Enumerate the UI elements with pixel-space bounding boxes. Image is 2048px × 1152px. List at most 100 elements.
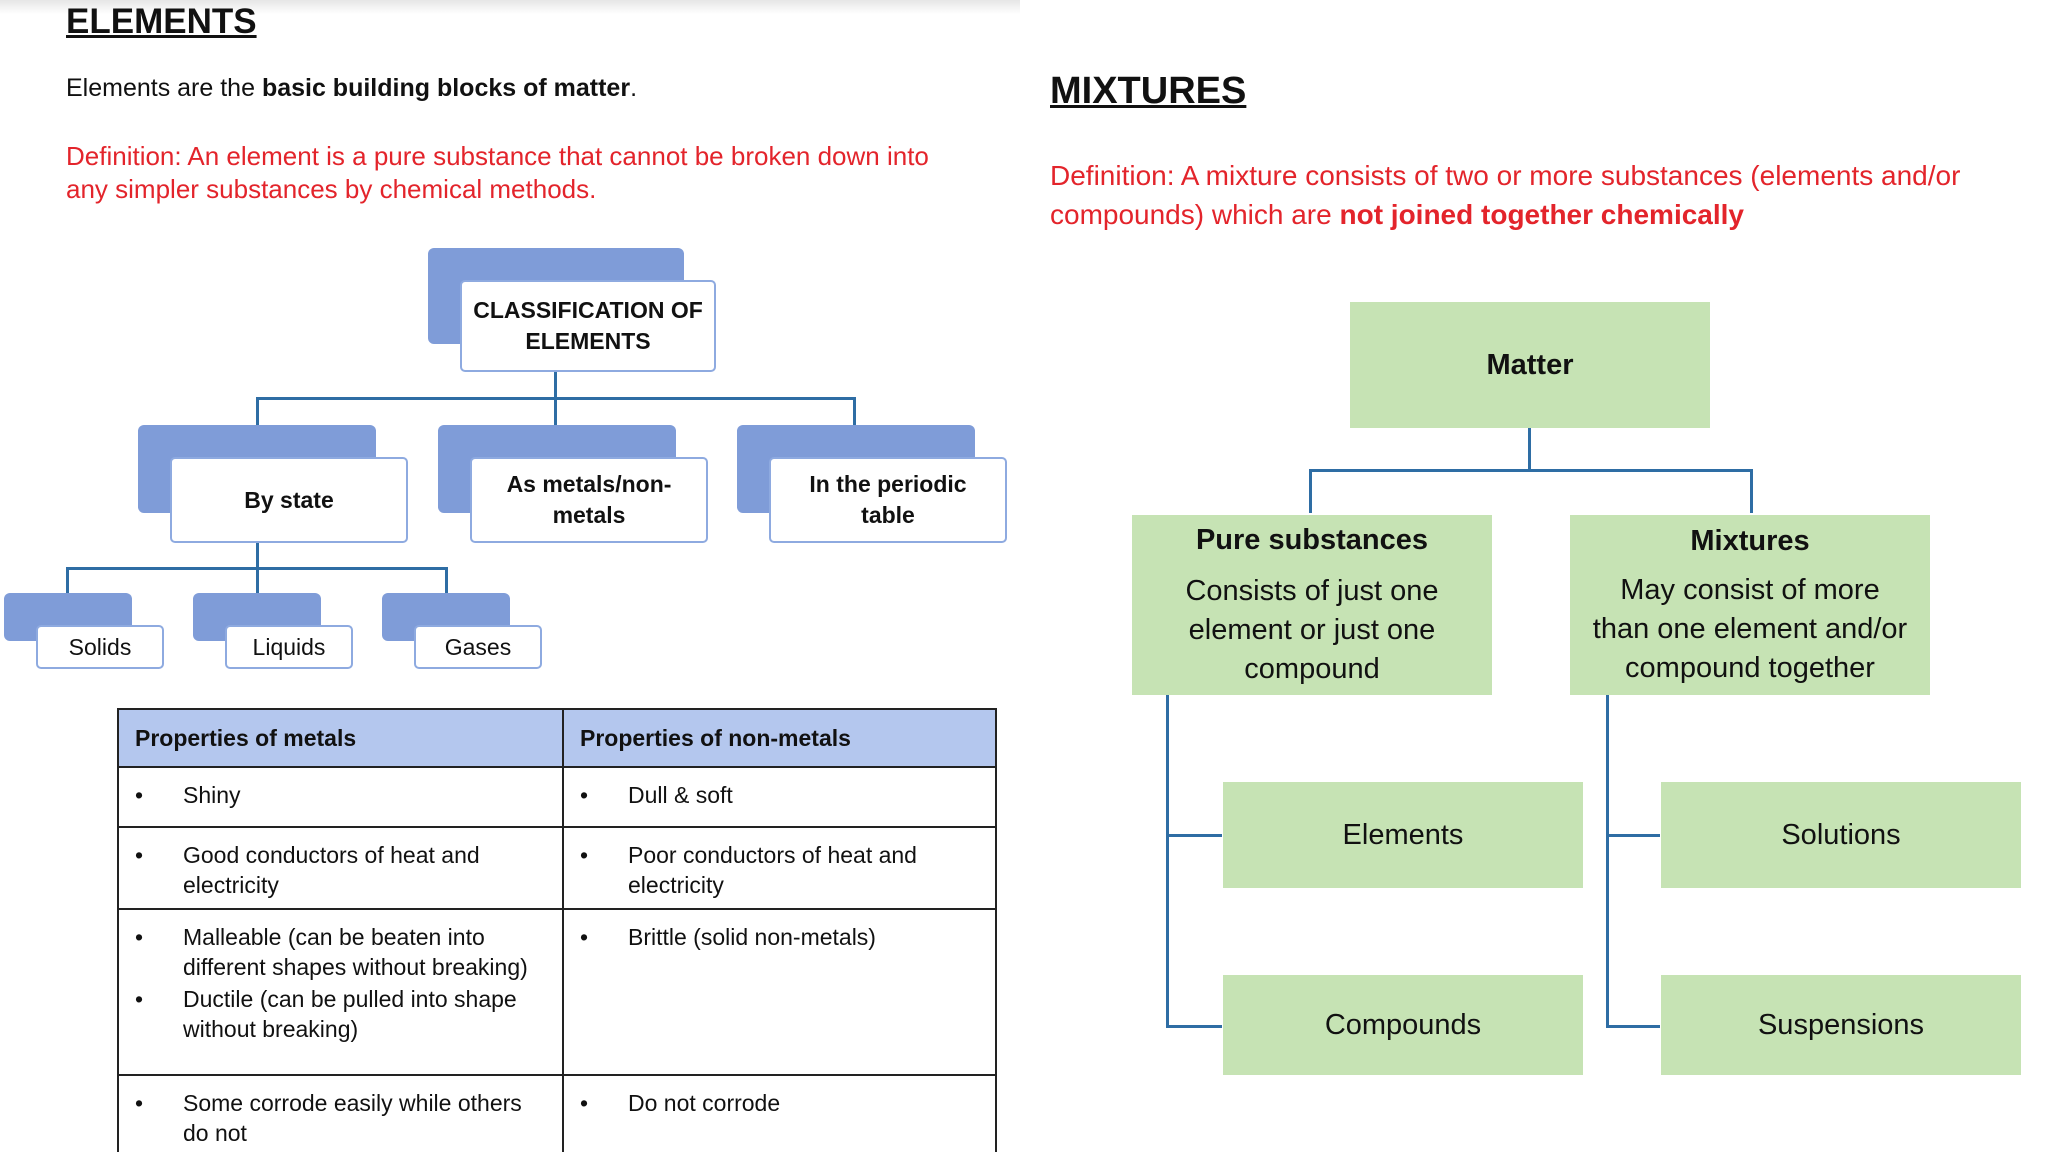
connector-suspensions [1606, 1025, 1660, 1028]
elements-intro: Elements are the basic building blocks o… [66, 74, 637, 103]
non-metals-cell: • Dull & soft [562, 766, 997, 828]
elements-box: Elements [1223, 782, 1583, 888]
mixtures-heading: MIXTURES [1050, 70, 1247, 112]
non-metals-cell: • Poor conductors of heat and electricity [562, 826, 997, 910]
mixture-definition-text: Definition: A mixture consists of two or… [1050, 160, 1961, 230]
classification-root-box: CLASSIFICATION OF ELEMENTS [460, 280, 716, 372]
metals-cell: • Good conductors of heat and electricity [117, 826, 564, 910]
state-liquids-box: Liquids [225, 625, 353, 669]
non-metal-property: Brittle (solid non-metals) [628, 924, 876, 950]
suspensions-box: Suspensions [1661, 975, 2021, 1075]
list-item: • Ductile (can be pulled into shape witho… [135, 984, 546, 1044]
mixture-definition-bold: not joined together chemically [1339, 199, 1744, 230]
connector-pure-trunk [1166, 695, 1169, 1027]
list-item: • Malleable (can be beaten into different… [135, 922, 546, 982]
list-item: • Brittle (solid non-metals) [580, 922, 979, 952]
solutions-label: Solutions [1781, 818, 1901, 851]
compounds-box: Compounds [1223, 975, 1583, 1075]
connector-state-down [256, 540, 259, 568]
header-metals: Properties of metals [117, 708, 564, 768]
metals-cell: • Shiny [117, 766, 564, 828]
connector-elements [1166, 834, 1222, 837]
metals-cell: • Malleable (can be beaten into different… [117, 908, 564, 1076]
intro-suffix: . [630, 74, 638, 102]
list-item: • Do not corrode [580, 1088, 979, 1118]
metal-property: Some corrode easily while others do not [183, 1090, 522, 1146]
pure-substances-box: Pure substances Consists of just one ele… [1132, 515, 1492, 695]
table-row: • Some corrode easily while others do not… [117, 1074, 997, 1152]
classification-root-label: CLASSIFICATION OF ELEMENTS [473, 297, 703, 354]
connector-pure-up [1309, 469, 1312, 513]
mixture-definition: Definition: A mixture consists of two or… [1050, 156, 2010, 234]
connector-mix-up [1750, 469, 1753, 513]
connector-state-1 [66, 567, 69, 595]
branch-by-state-label: By state [244, 486, 334, 513]
list-item: • Some corrode easily while others do not [135, 1088, 546, 1148]
connector-branch-3 [853, 397, 856, 427]
mixtures-title: Mixtures [1690, 525, 1810, 557]
branch-metals-box: As metals/non-metals [470, 457, 708, 543]
connector-branch-1 [256, 397, 259, 427]
mixtures-box: Mixtures May consist of more than one el… [1570, 515, 1930, 695]
connector-mix-trunk [1606, 695, 1609, 1027]
non-metals-cell: • Do not corrode [562, 1074, 997, 1152]
intro-bold: basic building blocks of matter [261, 74, 631, 102]
pure-substances-desc: Consists of just one element or just one… [1185, 575, 1439, 685]
list-item: • Shiny [135, 780, 546, 810]
top-shadow [0, 0, 1020, 14]
mixtures-desc: May consist of more than one element and… [1592, 574, 1908, 684]
branch-periodic-label: In the periodic table [809, 471, 967, 528]
non-metals-cell: • Brittle (solid non-metals) [562, 908, 997, 1076]
table-row: • Shiny • Dull & soft [117, 766, 997, 828]
state-solids-box: Solids [36, 625, 164, 669]
connector-state-3 [445, 567, 448, 595]
elements-label: Elements [1342, 818, 1464, 851]
intro-prefix: Elements are the [66, 74, 262, 102]
bullet: • [580, 1090, 589, 1116]
state-liquids-label: Liquids [252, 633, 326, 660]
branch-periodic-box: In the periodic table [769, 457, 1007, 543]
solutions-box: Solutions [1661, 782, 2021, 888]
matter-label: Matter [1486, 348, 1574, 381]
non-metal-property: Poor conductors of heat and electricity [628, 842, 917, 898]
bullet: • [135, 782, 144, 808]
bullet: • [135, 924, 144, 950]
connector-matter-down [1528, 428, 1531, 470]
metal-property: Shiny [183, 782, 241, 808]
header-non-metals: Properties of non-metals [562, 708, 997, 768]
metal-property: Good conductors of heat and electricity [183, 842, 480, 898]
metal-property: Malleable (can be beaten into different … [183, 924, 528, 980]
connector-root-down [554, 370, 557, 398]
matter-box: Matter [1350, 302, 1710, 428]
state-solids-label: Solids [68, 633, 132, 660]
connector-matter-bar [1309, 469, 1753, 472]
metal-property: Ductile (can be pulled into shape withou… [183, 986, 517, 1042]
pure-substances-title: Pure substances [1195, 524, 1429, 556]
bullet: • [580, 782, 589, 808]
bullet: • [135, 842, 144, 868]
bullet: • [135, 986, 144, 1012]
bullet: • [580, 842, 589, 868]
non-metal-property: Do not corrode [628, 1090, 781, 1116]
connector-state-2 [256, 567, 259, 595]
element-definition: Definition: An element is a pure substan… [66, 141, 929, 204]
metals-cell: • Some corrode easily while others do not [117, 1074, 564, 1152]
table-row: • Good conductors of heat and electricity… [117, 826, 997, 910]
list-item: • Dull & soft [580, 780, 979, 810]
connector-compounds [1166, 1025, 1222, 1028]
table-row: • Malleable (can be beaten into different… [117, 908, 997, 1076]
branch-metals-label: As metals/non-metals [506, 471, 672, 528]
connector-solutions [1606, 834, 1660, 837]
list-item: • Poor conductors of heat and electricity [580, 840, 979, 900]
bullet: • [580, 924, 589, 950]
compounds-label: Compounds [1324, 1008, 1482, 1041]
non-metal-property: Dull & soft [628, 782, 733, 808]
elements-heading: ELEMENTS [66, 2, 257, 41]
table-header-row: Properties of metals Properties of non-m… [117, 708, 997, 768]
branch-by-state-box: By state [170, 457, 408, 543]
properties-table: Properties of metals Properties of non-m… [117, 708, 997, 1152]
connector-branch-2 [554, 397, 557, 427]
bullet: • [135, 1090, 144, 1116]
suspensions-label: Suspensions [1757, 1008, 1925, 1041]
state-gases-label: Gases [444, 633, 512, 660]
